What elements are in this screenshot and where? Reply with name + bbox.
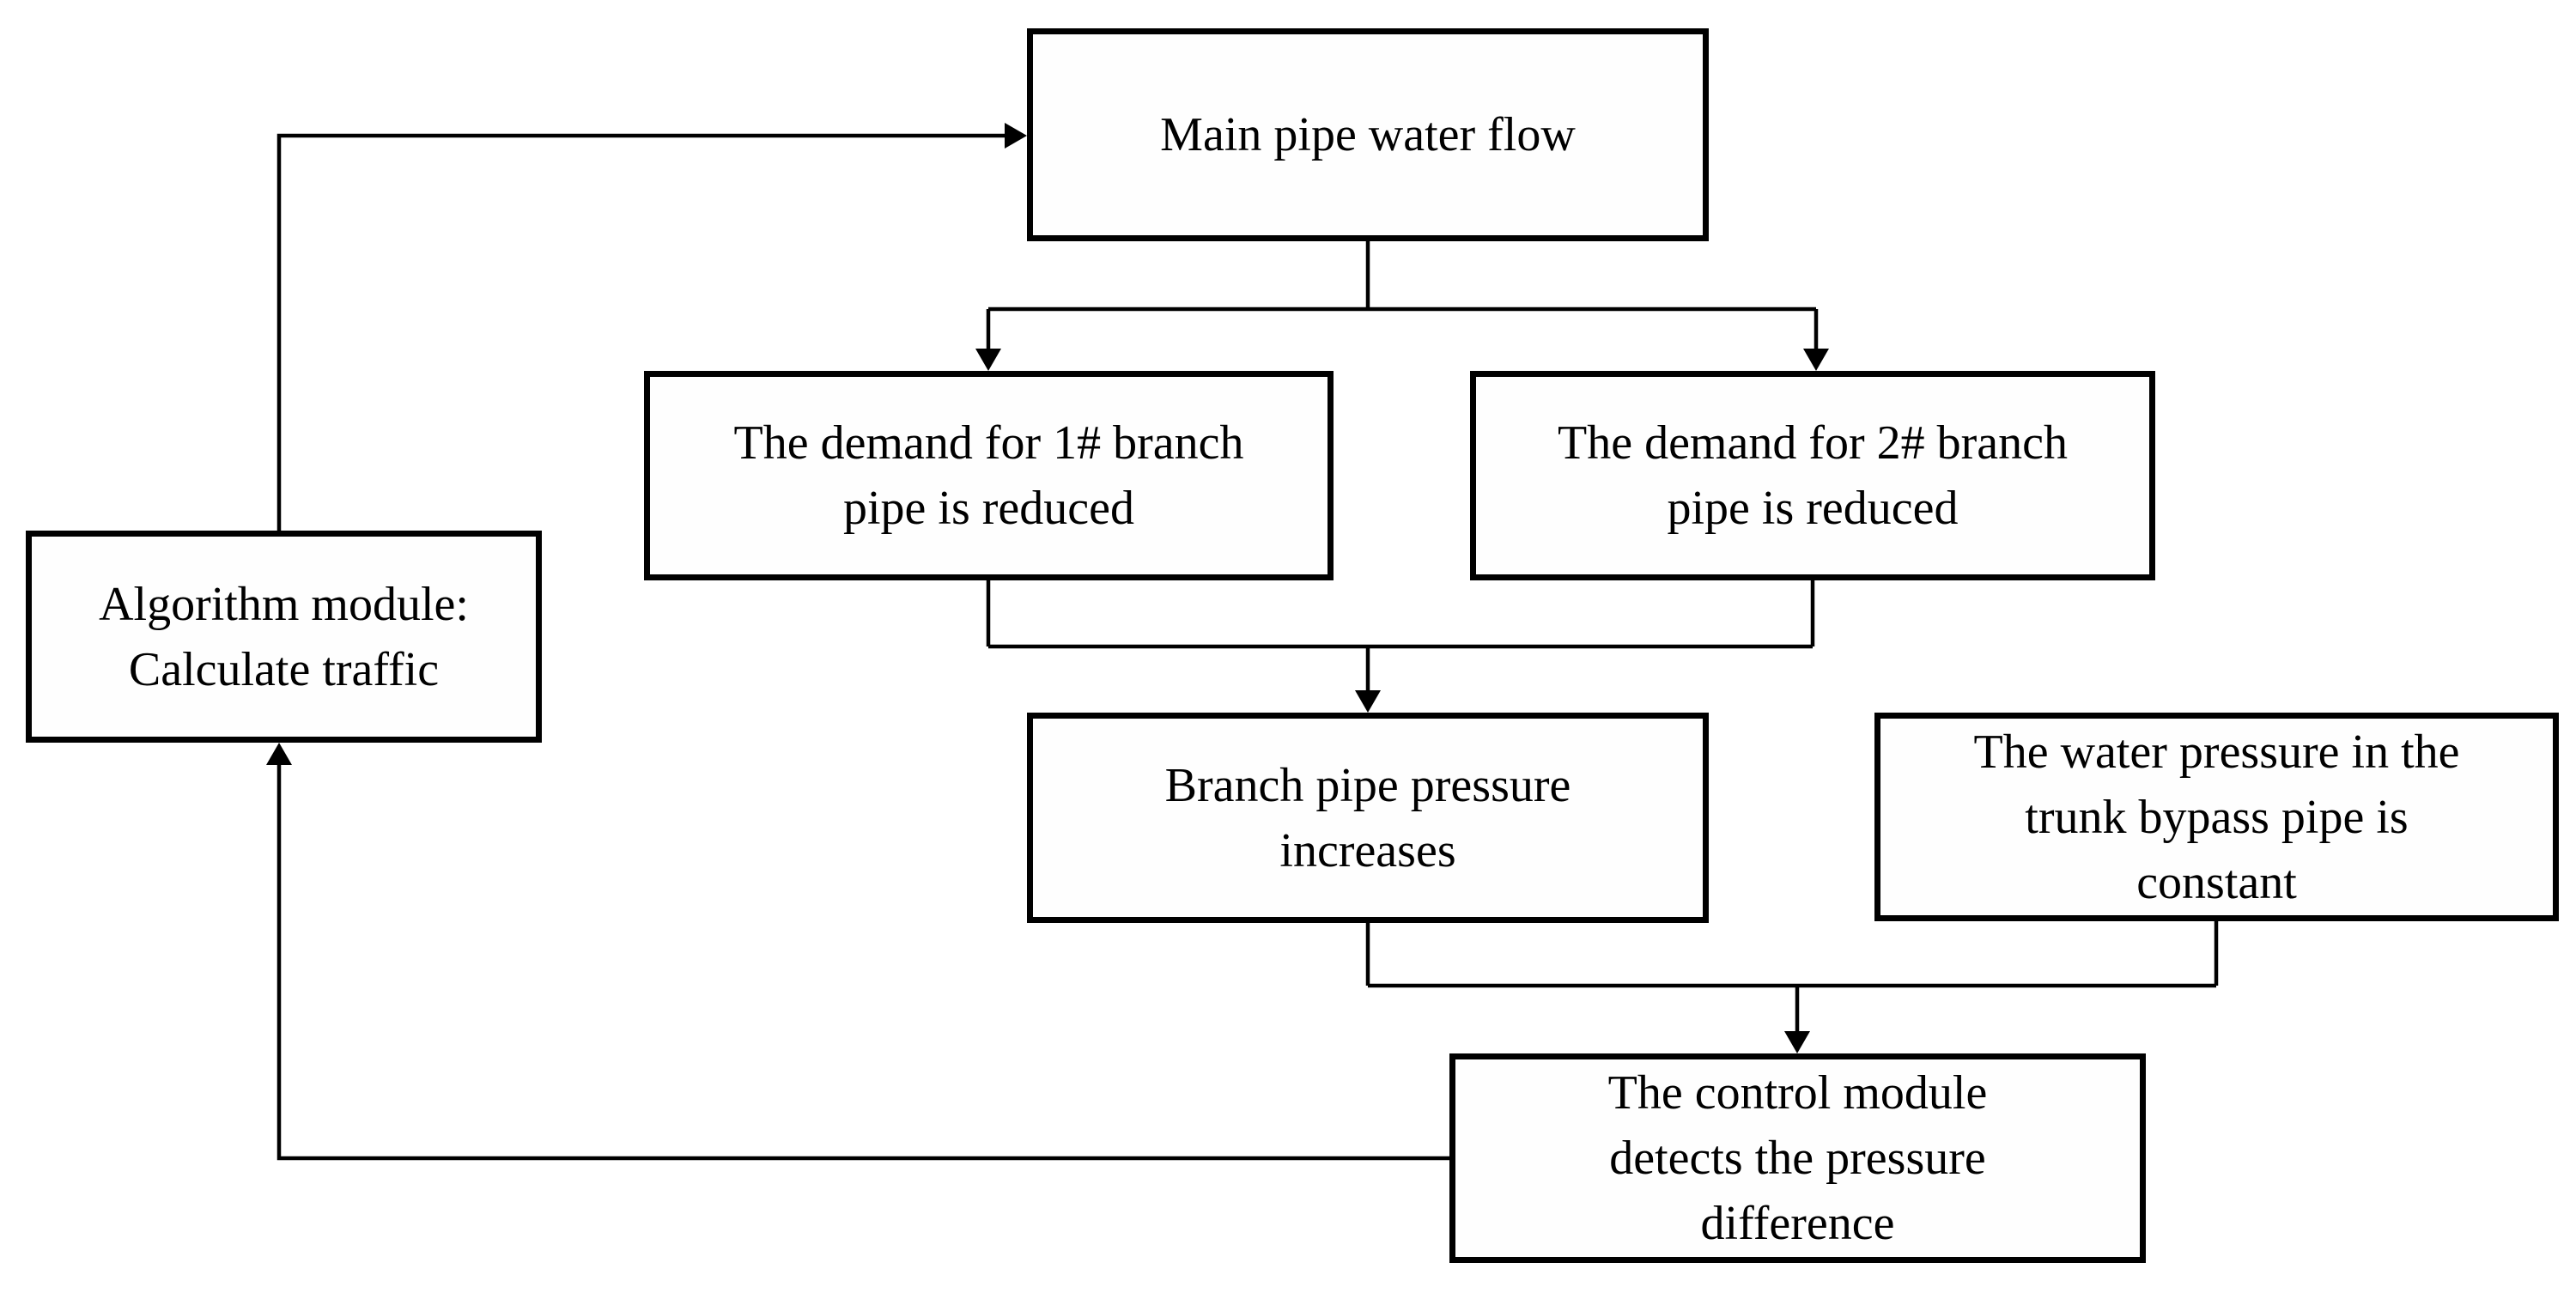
- node-demand-1-label: The demand for 1# branch pipe is reduced: [733, 416, 1244, 535]
- node-branch-pipe-pressure: Branch pipe pressure increases: [1027, 713, 1709, 923]
- node-demand-2-branch: The demand for 2# branch pipe is reduced: [1470, 371, 2155, 580]
- arrowhead-into-demand-2: [1803, 349, 1829, 371]
- connector-control-to-algorithm: [276, 763, 1449, 1161]
- connector-main-to-demands: [986, 239, 1819, 350]
- arrowhead-into-control-module: [1784, 1031, 1810, 1053]
- node-main-pipe-water-flow: Main pipe water flow: [1027, 28, 1709, 241]
- node-control-module: The control module detects the pressure …: [1449, 1053, 2146, 1263]
- node-demand-2-label: The demand for 2# branch pipe is reduced: [1558, 416, 2068, 535]
- node-branch-pressure-label: Branch pipe pressure increases: [1164, 758, 1571, 877]
- node-main-pipe-label: Main pipe water flow: [1160, 108, 1576, 161]
- arrowhead-into-algorithm-module: [266, 743, 292, 765]
- connector-demands-to-branch-pressure: [986, 578, 1815, 692]
- node-demand-1-branch: The demand for 1# branch pipe is reduced: [644, 371, 1334, 580]
- connector-algorithm-to-main: [276, 133, 1006, 532]
- node-trunk-pressure-label: The water pressure in the trunk bypass p…: [1973, 725, 2460, 909]
- connector-pressures-to-control: [1365, 919, 2219, 1033]
- node-algorithm-module-label: Algorithm module: Calculate traffic: [99, 577, 469, 696]
- node-algorithm-module: Algorithm module: Calculate traffic: [26, 531, 542, 743]
- arrowhead-into-branch-pressure: [1355, 690, 1381, 713]
- node-control-module-label: The control module detects the pressure …: [1607, 1066, 1988, 1250]
- node-trunk-bypass-pressure: The water pressure in the trunk bypass p…: [1874, 713, 2559, 921]
- arrowhead-into-demand-1: [975, 349, 1001, 371]
- arrowhead-into-main-pipe: [1005, 123, 1027, 149]
